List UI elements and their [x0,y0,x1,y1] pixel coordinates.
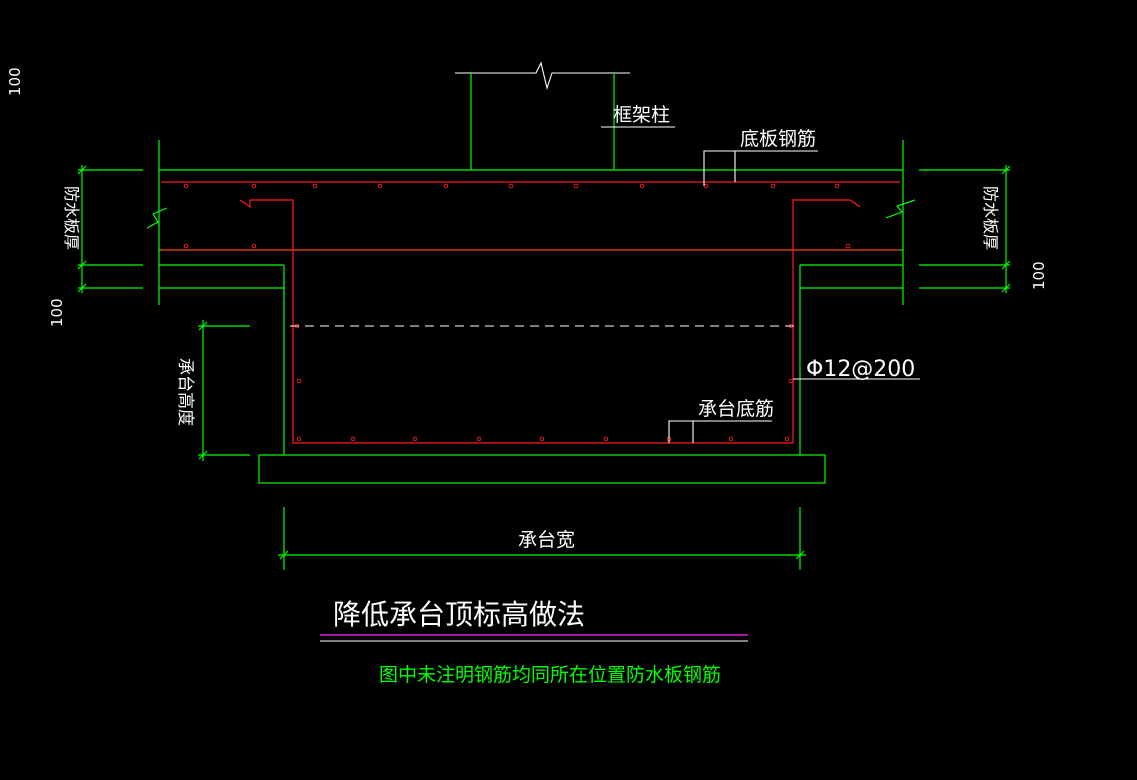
slab-rebar-leader [703,150,818,186]
cap-width-label: 承台宽 [518,529,575,551]
stirrup-spec-label: Φ12@200 [806,357,915,382]
frame-column [455,61,630,170]
drawing-title: 降低承台顶标高做法 [333,598,585,631]
drawing-note: 图中未注明钢筋均同所在位置防水板钢筋 [379,664,721,686]
slab-thickness-left-label: 防水板厚 [62,186,81,250]
dim-slab-thickness-right [919,165,1011,293]
dim-100-top-left-text: 100 [6,67,24,96]
cap-bottom-rebar-label: 承台底筋 [698,398,774,420]
dim-cap-width [278,507,806,570]
slab-outline [146,140,916,305]
slab-rebar-label: 底板钢筋 [740,128,816,150]
cap-rebar-cage [239,199,861,444]
dim-slab-thickness-left [77,165,143,293]
pile-cap-outline [258,288,826,484]
slab-thickness-right-label: 防水板厚 [981,186,1000,250]
column-label: 框架柱 [613,104,670,126]
dim-100-right-text: 100 [1030,261,1048,290]
cap-height-label: 承台高度 [175,358,195,426]
cap-bottom-rebar-leader [668,420,772,443]
dim-cap-height [198,320,250,461]
dim-100-left-text: 100 [48,298,66,327]
